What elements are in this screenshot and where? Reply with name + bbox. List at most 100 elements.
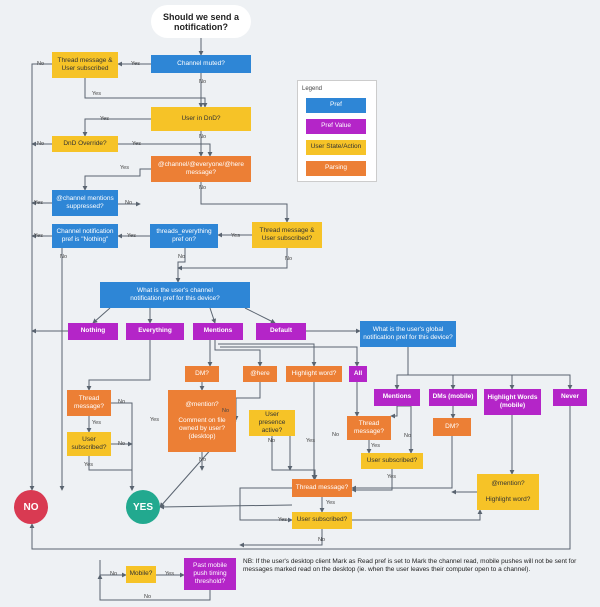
thread-message-node-3: Thread message? — [292, 479, 352, 497]
dms-mobile-node: DMs (mobile) — [429, 389, 477, 406]
connector-59 — [159, 504, 293, 510]
connector-21 — [209, 307, 217, 324]
connector-57 — [239, 529, 323, 548]
connector-10 — [200, 182, 290, 223]
connector-29 — [220, 346, 360, 367]
edge-label-yes: Yes — [120, 165, 129, 171]
legend-item-user-state: User State/Action — [306, 140, 366, 155]
channel-muted-node: Channel muted? — [151, 55, 251, 73]
start-node: Should we send a notification? — [151, 5, 251, 38]
edge-label-yes: Yes — [127, 233, 136, 239]
connector-53 — [351, 436, 453, 491]
connector-4 — [29, 63, 52, 491]
legend-item-pref: Pref — [306, 98, 366, 113]
edge-label-no: No — [110, 571, 118, 577]
threads-everything-node: threads_everything pref on? — [150, 224, 218, 248]
dm-node-2: DM? — [433, 418, 471, 436]
connector-31 — [407, 347, 456, 390]
pref-mentions-node: Mentions — [193, 323, 243, 340]
legend: Legend Pref Pref Value User State/Action… — [297, 80, 377, 182]
legend-title: Legend — [302, 86, 323, 92]
edge-label-no: No — [118, 399, 126, 405]
connector-28 — [218, 343, 317, 367]
edge-label-no: No — [37, 61, 45, 67]
connector-52 — [351, 469, 393, 493]
connector-56 — [239, 487, 293, 523]
edge-label-yes: Yes — [100, 116, 109, 122]
legend-item-pref-value: Pref Value — [306, 119, 366, 134]
connector-30 — [394, 347, 409, 390]
connector-48 — [29, 406, 571, 550]
pref-default-node: Default — [256, 323, 306, 340]
edge-label-no: No — [222, 408, 230, 414]
edge-label-no: No — [199, 134, 207, 140]
highlight-word-node: Highlight word? — [286, 366, 342, 382]
global-notification-pref-node: What is the user's global notification p… — [360, 321, 456, 347]
dnd-override-node: DnD Override? — [52, 136, 118, 152]
edge-label-yes: Yes — [326, 500, 335, 506]
edge-label-yes: Yes — [92, 420, 101, 426]
user-presence-active-node: User presence active? — [249, 410, 295, 436]
at-here-node: @here — [243, 366, 277, 382]
connector-33 — [407, 347, 573, 390]
edge-label-yes: Yes — [92, 91, 101, 97]
edge-label-no: No — [199, 79, 207, 85]
channel-notification-pref-node: What is the user's channel notification … — [100, 282, 250, 308]
thread-message-node-2: Thread message? — [347, 416, 391, 440]
edge-label-no: No — [332, 432, 340, 438]
user-in-dnd-node: User in DnD? — [151, 107, 251, 131]
legend-item-parsing: Parsing — [306, 161, 366, 176]
pref-all-node: All — [349, 366, 367, 382]
edge-label-no: No — [285, 256, 293, 262]
past-mobile-push-node: Past mobile push timing threshold? — [184, 558, 236, 590]
edge-label-yes: Yes — [278, 517, 287, 523]
edge-label-no: No — [268, 438, 276, 444]
edge-label-yes: Yes — [34, 200, 43, 206]
mention-comment-file-node: @mention? Comment on file owned by user?… — [168, 390, 236, 452]
connector-25 — [86, 340, 151, 391]
connector-39 — [233, 382, 261, 421]
user-subscribed-node-2: User subscribed? — [361, 453, 423, 469]
connector-3 — [84, 78, 208, 108]
no-terminal: NO — [14, 490, 48, 524]
mention-highlight-node: @mention? Highlight word? — [477, 474, 539, 510]
connector-22 — [244, 307, 276, 324]
edge-label-no: No — [144, 594, 152, 600]
connector-9 — [82, 168, 151, 191]
dm-node: DM? — [185, 366, 219, 382]
mobile-node: Mobile? — [126, 566, 156, 583]
yes-terminal: YES — [126, 490, 160, 524]
edge-label-no: No — [37, 141, 45, 147]
global-mentions-node: Mentions — [374, 389, 420, 406]
connector-37 — [88, 456, 135, 491]
edge-label-yes: Yes — [371, 443, 380, 449]
edge-label-yes: Yes — [132, 141, 141, 147]
pref-everything-node: Everything — [126, 323, 184, 340]
edge-label-no: No — [404, 433, 412, 439]
edge-label-no: No — [118, 441, 126, 447]
user-subscribed-node-1: User subscribed? — [67, 432, 111, 456]
edge-label-yes: Yes — [150, 417, 159, 423]
connector-5 — [82, 118, 151, 137]
connector-18 — [177, 248, 288, 271]
edge-label-no: No — [199, 457, 207, 463]
channel-notification-nothing-node: Channel notification pref is "Nothing" — [52, 224, 118, 248]
edge-label-no: No — [60, 254, 68, 260]
pref-nothing-node: Nothing — [68, 323, 118, 340]
connector-19 — [92, 307, 111, 324]
edge-label-yes: Yes — [306, 438, 315, 444]
connector-32 — [407, 347, 515, 390]
edge-label-yes: Yes — [34, 233, 43, 239]
footnote: NB: If the user's desktop client Mark as… — [243, 558, 577, 574]
connector-44 — [390, 406, 398, 419]
edge-label-yes: Yes — [231, 233, 240, 239]
channel-mentions-suppressed-node: @channel mentions suppressed? — [52, 190, 118, 216]
edge-label-no: No — [199, 185, 207, 191]
thread-message-node-1: Thread message? — [67, 390, 111, 416]
connector-7 — [118, 143, 213, 157]
highlight-words-mobile-node: Highlight Words (mobile) — [484, 389, 541, 415]
connector-27 — [214, 340, 263, 367]
edge-label-yes: Yes — [84, 462, 93, 468]
pref-never-node: Never — [553, 389, 587, 406]
